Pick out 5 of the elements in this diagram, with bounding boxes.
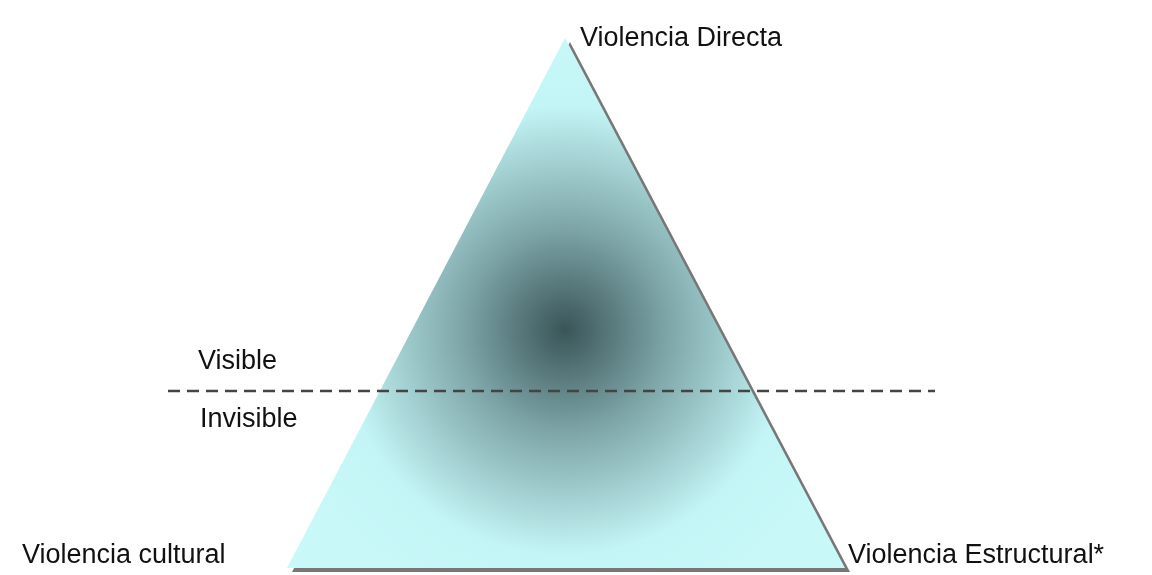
vertex-label: Violencia Directa bbox=[580, 24, 783, 51]
region-label: Invisible bbox=[200, 405, 298, 432]
vertex-label: Violencia cultural bbox=[22, 541, 226, 568]
vertex-label: Violencia Estructural* bbox=[848, 541, 1105, 568]
region-label: Visible bbox=[198, 347, 278, 374]
